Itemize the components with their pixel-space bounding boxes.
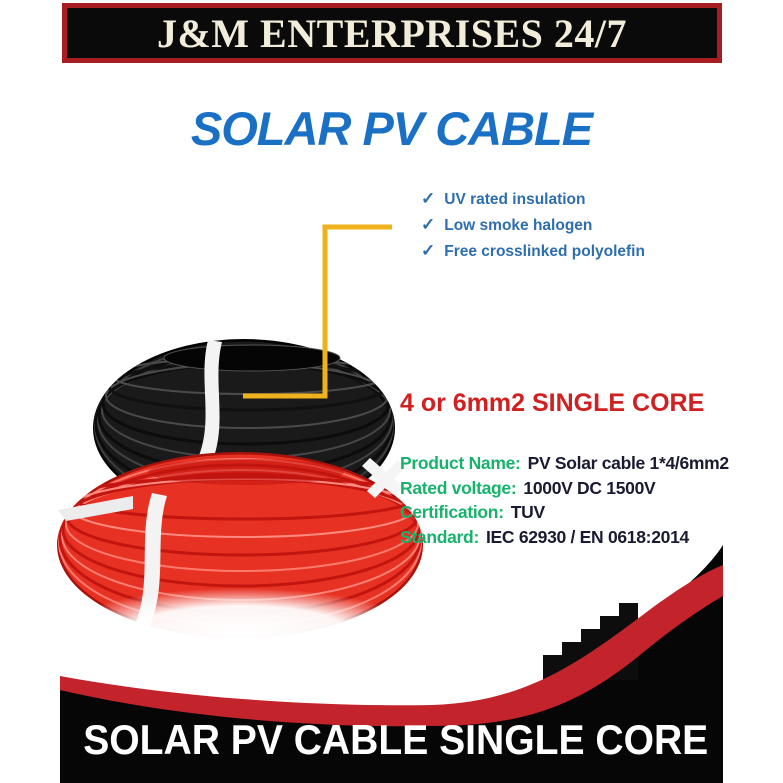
page-title: SOLAR PV CABLE xyxy=(190,102,593,155)
spec-row: Rated voltage: 1000V DC 1500V xyxy=(400,477,729,502)
black-coil-hole xyxy=(163,344,341,372)
spec-list: Product Name: PV Solar cable 1*4/6mm2 Rat… xyxy=(400,452,729,550)
check-icon: ✓ xyxy=(421,215,436,234)
check-icon: ✓ xyxy=(421,189,436,208)
spec-value: TUV xyxy=(510,502,545,522)
spec-value: PV Solar cable 1*4/6mm2 xyxy=(527,453,730,473)
coil-bottom-sheen xyxy=(60,588,420,670)
brand-text: J&M ENTERPRISES 24/7 xyxy=(156,10,628,56)
spec-label: Rated voltage: xyxy=(400,477,517,498)
cable-tie-tail xyxy=(58,496,133,521)
red-swoosh xyxy=(60,565,723,727)
spec-label: Standard: xyxy=(400,526,479,547)
feature-list: ✓ UV rated insulation ✓ Low smoke haloge… xyxy=(421,186,645,264)
cable-tie-knot xyxy=(367,460,405,498)
feature-label: Free crosslinked polyolefin xyxy=(444,243,645,260)
spec-row: Product Name: PV Solar cable 1*4/6mm2 xyxy=(400,452,729,477)
brand-banner: J&M ENTERPRISES 24/7 xyxy=(62,3,722,63)
spec-value: 1000V DC 1500V xyxy=(523,477,656,498)
bottom-black-banner xyxy=(60,545,723,783)
size-headline: 4 or 6mm2 SINGLE CORE xyxy=(400,389,705,417)
cable-coils-photo xyxy=(57,339,423,670)
spec-value: IEC 62930 / EN 0618:2014 xyxy=(485,526,689,547)
spec-row: Standard: IEC 62930 / EN 0618:2014 xyxy=(400,526,729,551)
cable-tie-red-coil xyxy=(136,493,167,626)
check-icon: ✓ xyxy=(421,241,436,260)
spec-label: Certification: xyxy=(400,502,504,522)
feature-label: UV rated insulation xyxy=(444,191,586,208)
feature-label: Low smoke halogen xyxy=(444,217,593,234)
red-coil-hole xyxy=(148,459,344,485)
spec-row: Certification: TUV xyxy=(400,501,729,526)
feature-item: ✓ Low smoke halogen xyxy=(421,212,645,238)
bottom-banner-graphic xyxy=(60,545,723,783)
cable-tie-black-coil xyxy=(198,340,222,462)
footer-banner-text: SOLAR PV CABLE SINGLE CORE xyxy=(83,716,709,763)
feature-item: ✓ Free crosslinked polyolefin xyxy=(421,238,645,264)
spec-label: Product Name: xyxy=(400,453,521,473)
feature-item: ✓ UV rated insulation xyxy=(421,186,645,212)
red-cable-coil xyxy=(57,452,423,670)
